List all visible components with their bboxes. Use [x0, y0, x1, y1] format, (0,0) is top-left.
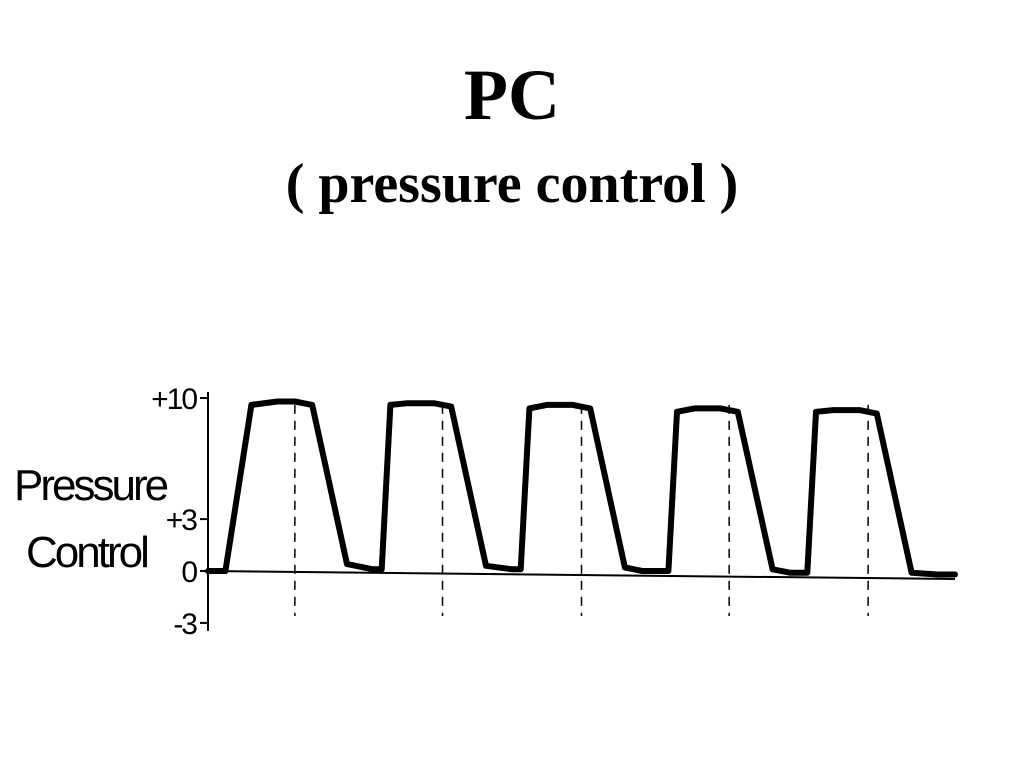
y-tick-label: +3: [166, 504, 198, 537]
y-tick-label: +10: [151, 383, 197, 416]
slide-title: PC: [464, 55, 560, 135]
slide-subtitle: ( pressure control ): [285, 153, 739, 215]
y-axis: +10 +3 0 -3: [151, 383, 209, 641]
y-axis-label-line-1: Pressure: [14, 461, 168, 510]
series: [205, 398, 958, 578]
x-axis-line: [207, 570, 956, 580]
cycle-markers: [294, 404, 869, 616]
y-axis-label-line-2: Control: [26, 528, 147, 577]
x-axis: [207, 570, 956, 580]
y-tick-label: -3: [173, 608, 197, 641]
y-tick-label: 0: [181, 556, 197, 589]
pressure-waveform-line: [205, 398, 958, 578]
